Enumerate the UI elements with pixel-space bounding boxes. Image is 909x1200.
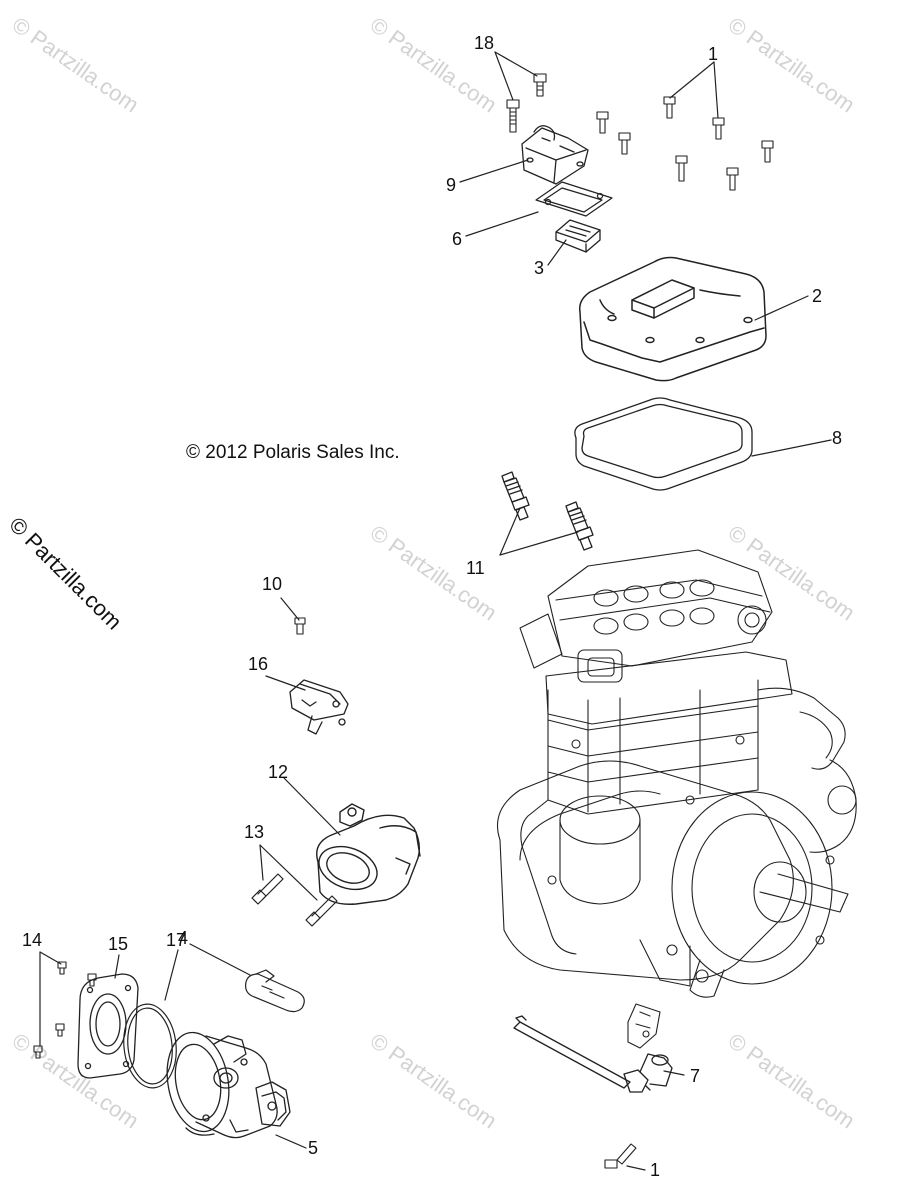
leader-lines	[39, 51, 832, 1171]
hose-clamp	[245, 969, 305, 1013]
callout-label: 2	[812, 286, 822, 306]
callout-label: 12	[268, 762, 288, 782]
throttle-body	[166, 1031, 291, 1139]
valve-cover	[578, 256, 767, 382]
callout-label: 15	[108, 934, 128, 954]
callout-label: 1	[708, 44, 718, 64]
valve-cover-gasket	[574, 397, 753, 491]
screw	[33, 961, 97, 1059]
callout-label: 14	[22, 930, 42, 950]
map-sensor	[289, 679, 349, 735]
speed-sensor-cable	[513, 1015, 673, 1093]
callout-label: 9	[446, 175, 456, 195]
copyright-notice: © 2012 Polaris Sales Inc.	[186, 442, 400, 463]
callout-label: 11	[466, 558, 485, 578]
breather-cap	[521, 125, 589, 185]
callout-label: 16	[248, 654, 268, 674]
engine-assembly	[496, 549, 857, 1049]
breather-filter	[555, 219, 601, 253]
spark-plug	[501, 471, 594, 551]
o-ring	[123, 1003, 177, 1089]
callout-label: 7	[690, 1066, 700, 1086]
callout-label: 8	[832, 428, 842, 448]
breather-gasket	[535, 181, 613, 217]
callout-label: 5	[308, 1138, 318, 1158]
callout-label: 4	[178, 928, 189, 948]
callout-label: 1	[650, 1160, 660, 1180]
throttle-adapter	[316, 803, 421, 905]
adapter-bolt	[251, 873, 338, 927]
callout-label: 18	[474, 33, 494, 53]
callout-label: 6	[452, 229, 462, 249]
bolt	[294, 73, 774, 1169]
callout-label: 3	[534, 258, 544, 278]
callout-label: 17	[166, 930, 186, 950]
callout-labels: 18 1 9 6 3 2 8 11 10 16 12 13 14 15 17 4…	[22, 33, 842, 1180]
callout-label: 13	[244, 822, 264, 842]
mounting-plate	[77, 973, 139, 1079]
callout-label: 10	[262, 574, 282, 594]
